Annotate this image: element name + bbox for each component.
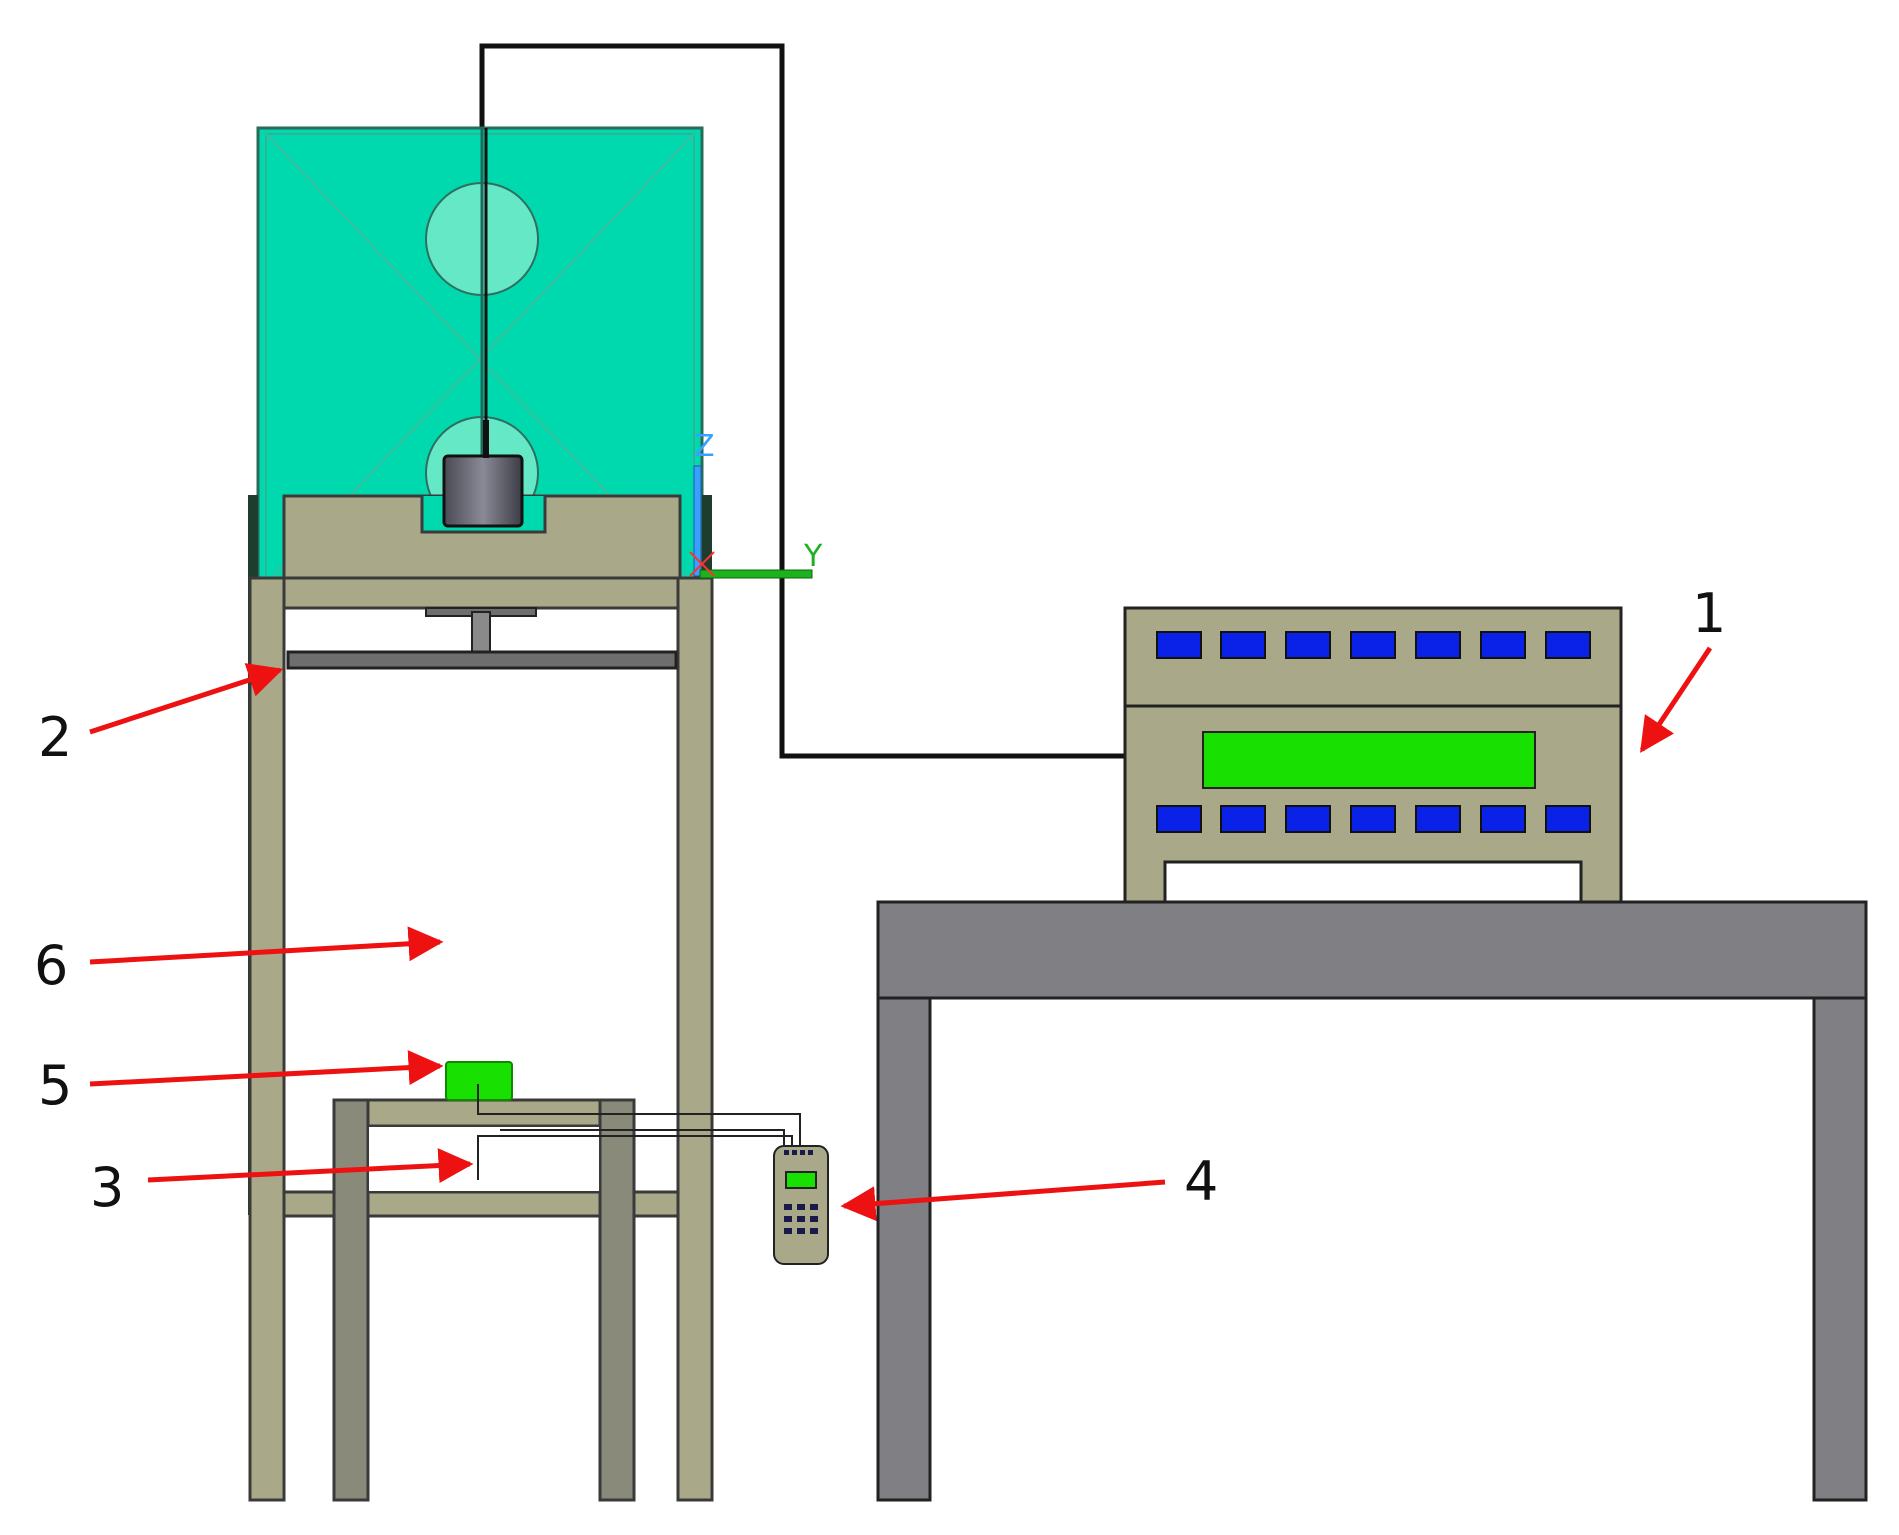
- arrow-1: [1639, 646, 1713, 753]
- axis-label-y: Y: [803, 539, 823, 574]
- workbench-table: [876, 900, 1868, 1502]
- axis-label-z: Z: [694, 429, 715, 464]
- arrow-2: [89, 663, 284, 735]
- controller-display: [1202, 731, 1536, 789]
- sensor-wires: [477, 1084, 801, 1180]
- controller-bottom-buttons: [1156, 805, 1591, 833]
- callout-2: 2: [38, 706, 72, 769]
- top-platform: [282, 420, 682, 580]
- callout-arrows: [89, 646, 1713, 1222]
- arrow-4: [840, 1179, 1166, 1222]
- controller-cable: [479, 43, 1125, 759]
- sample-stand: [332, 1098, 636, 1502]
- arrow-6: [89, 926, 444, 965]
- controller-unit: [1123, 606, 1623, 904]
- callout-1: 1: [1692, 582, 1726, 645]
- callout-5: 5: [38, 1054, 72, 1117]
- ucs-axes-icon: Z Y: [689, 429, 823, 579]
- impact-plate: [286, 607, 678, 670]
- arrow-5: [89, 1050, 444, 1087]
- arrow-3: [147, 1148, 474, 1184]
- handheld-meter: [773, 1145, 829, 1265]
- callout-6: 6: [34, 934, 68, 997]
- callout-3: 3: [90, 1156, 124, 1219]
- controller-top-buttons: [1156, 631, 1591, 659]
- callout-4: 4: [1184, 1150, 1218, 1213]
- drop-weight: [442, 454, 524, 528]
- support-frame: [248, 576, 714, 1502]
